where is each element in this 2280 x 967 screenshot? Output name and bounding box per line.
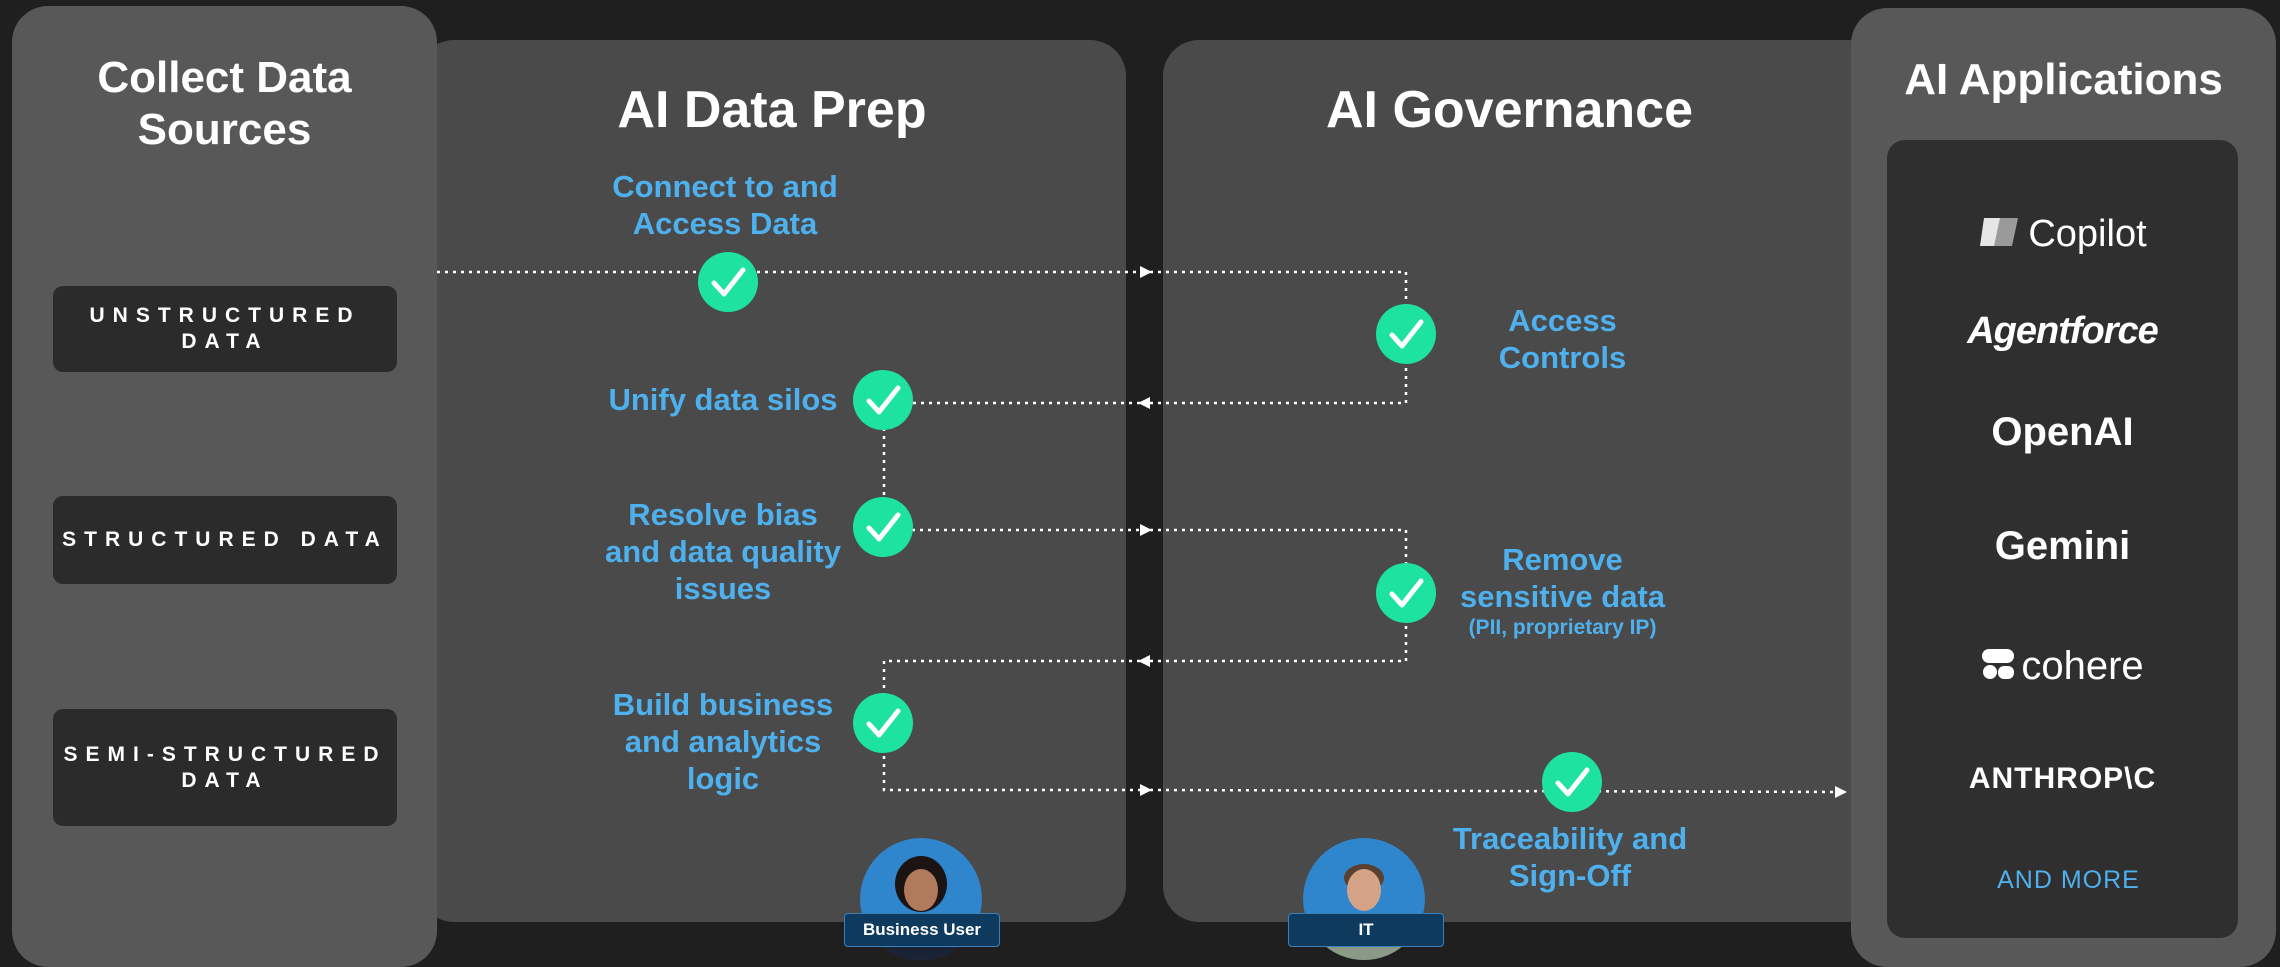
source-semi-structured-data: SEMI-STRUCTURED DATA [53, 709, 397, 826]
app-gemini: Gemini [1994, 524, 2131, 568]
app-anthropic: ANTHROP\C [1968, 762, 2157, 795]
source-structured-data: STRUCTURED DATA [53, 496, 397, 584]
and-more-label: AND MORE [1997, 866, 2140, 894]
step-access-controls: Access Controls [1498, 303, 1627, 375]
check-icon [853, 370, 913, 430]
check-icon [1376, 563, 1436, 623]
check-icon [698, 252, 758, 312]
copilot-icon [1978, 212, 2022, 257]
app-agentforce: Agentforce [1967, 310, 2159, 352]
ai-applications-title: AI Applications [1904, 55, 2223, 104]
ai-governance-panel: AI Governance [1163, 40, 1883, 922]
collect-data-sources-title: Collect Data Sources [97, 53, 352, 154]
ai-governance-title: AI Governance [1326, 81, 1694, 139]
check-icon [853, 693, 913, 753]
step-traceability-signoff: Traceability and Sign-Off [1452, 821, 1688, 893]
step-build-business-logic: Build business and analytics logic [612, 687, 834, 796]
step-remove-sensitive-data: Remove sensitive data (PII, proprietary … [1440, 541, 1685, 641]
step-connect-access-data: Connect to and Access Data [612, 169, 838, 241]
step-resolve-bias: Resolve bias and data quality issues [605, 497, 841, 606]
cohere-icon [1981, 648, 2015, 685]
check-icon [1542, 752, 1602, 812]
app-copilot: Copilot [1887, 212, 2238, 262]
app-openai: OpenAI [1991, 410, 2134, 454]
collect-data-sources-panel: Collect Data Sources UNSTRUCTURED DATA S… [12, 6, 437, 967]
ai-applications-panel: AI Applications Copilot Agentforce OpenA… [1851, 8, 2276, 967]
step-remove-sensitive-data-sub: (PII, proprietary IP) [1468, 616, 1657, 639]
business-user-tag: Business User [844, 913, 1000, 947]
it-tag: IT [1288, 913, 1444, 947]
apps-list: Copilot Agentforce OpenAI Gemini cohere … [1887, 140, 2238, 938]
ai-data-prep-title: AI Data Prep [617, 81, 927, 139]
source-unstructured-data: UNSTRUCTURED DATA [53, 286, 397, 372]
app-cohere: cohere [1887, 644, 2238, 688]
ai-data-prep-panel: AI Data Prep [418, 40, 1126, 922]
check-icon [1376, 304, 1436, 364]
check-icon [853, 497, 913, 557]
step-unify-data-silos: Unify data silos [608, 382, 838, 417]
